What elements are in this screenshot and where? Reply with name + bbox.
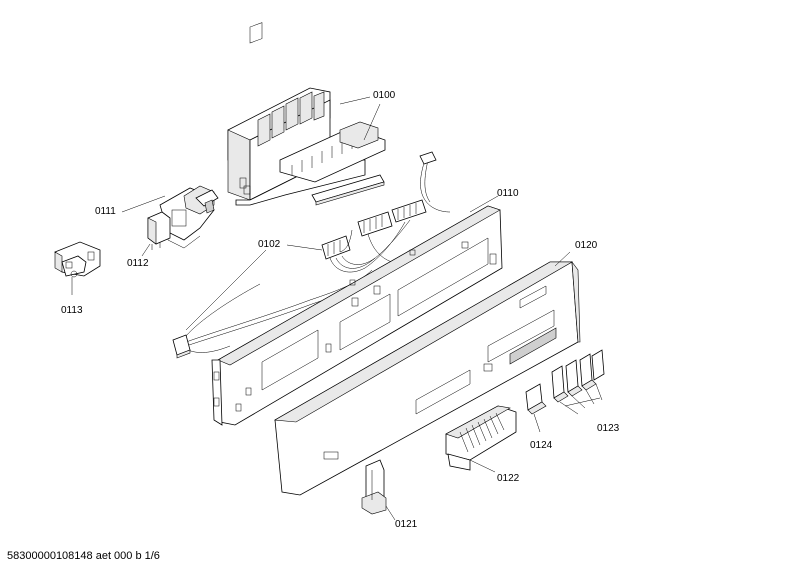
part-0122-selector-module xyxy=(445,405,517,473)
part-0120-front-fascia xyxy=(274,251,581,496)
part-0100-electronic-module xyxy=(227,22,386,206)
label-0124: 0124 xyxy=(530,440,553,451)
label-0112: 0112 xyxy=(127,258,149,269)
part-0102-wiring-harness xyxy=(172,151,451,359)
part-0124-key-module xyxy=(525,383,547,433)
part-0110-panel-frame xyxy=(211,195,503,426)
label-0122: 0122 xyxy=(497,473,520,484)
label-0111: 0111 xyxy=(95,206,116,217)
label-0102: 0102 xyxy=(258,239,281,250)
part-0123-key-modules xyxy=(551,349,605,415)
display-foil xyxy=(311,174,385,206)
part-0111-mains-switch xyxy=(121,185,219,249)
label-0100: 0100 xyxy=(373,90,396,101)
part-0113-bracket xyxy=(54,241,101,295)
label-0113: 0113 xyxy=(61,305,83,316)
part-0112-filter xyxy=(141,211,171,257)
label-0123: 0123 xyxy=(597,423,620,434)
label-0110: 0110 xyxy=(497,188,519,199)
label-0120: 0120 xyxy=(575,240,598,251)
document-id: 58300000108148 aet 000 b 1/6 xyxy=(7,550,160,562)
label-0121: 0121 xyxy=(395,519,418,530)
part-0121-latch xyxy=(361,459,396,521)
